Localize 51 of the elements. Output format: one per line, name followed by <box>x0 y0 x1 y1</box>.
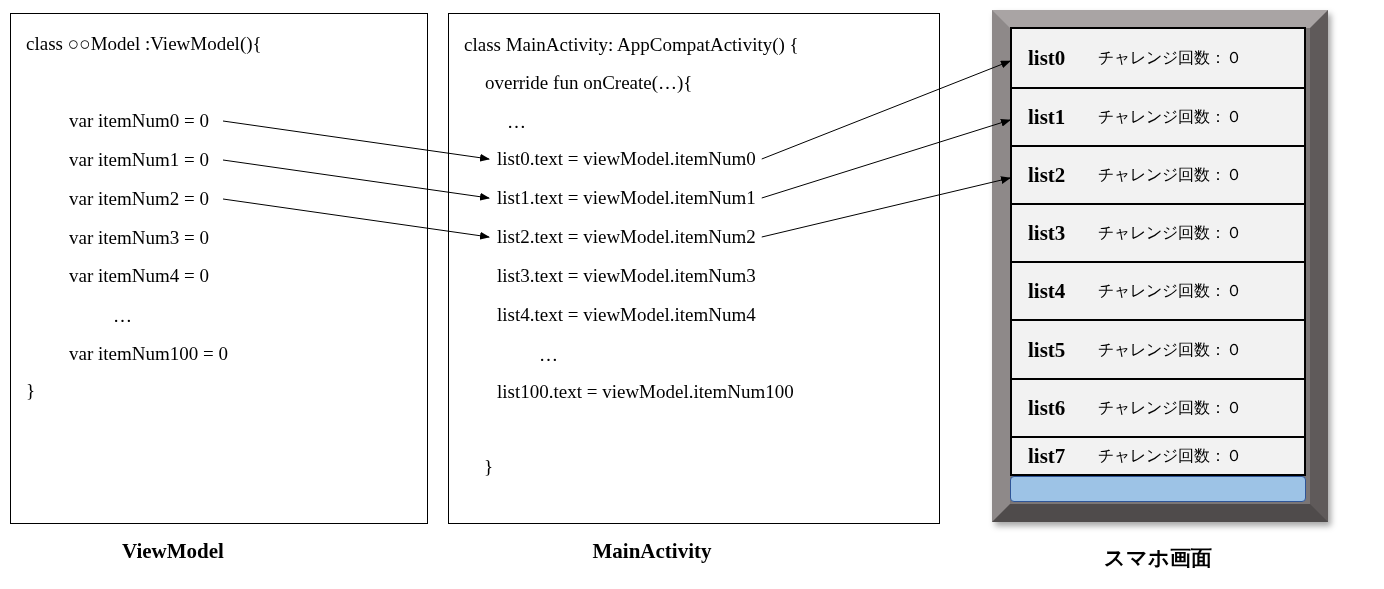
list-label: list7 <box>1028 444 1066 468</box>
arrow <box>222 120 490 162</box>
list-label: list0 <box>1028 46 1066 70</box>
highlight-bar <box>1010 476 1306 502</box>
code-line: list1.text = viewModel.itemNum1 <box>497 187 756 209</box>
list-label: list3 <box>1028 221 1066 245</box>
list-label: list2 <box>1028 163 1066 187</box>
code-line: class ○○Model :ViewModel(){ <box>26 33 262 55</box>
code-line: list0.text = viewModel.itemNum0 <box>497 148 756 170</box>
panel-title: スマホ画面 <box>1104 545 1212 571</box>
code-line: var itemNum1 = 0 <box>69 149 209 171</box>
row-text: チャレンジ回数：０ <box>1098 340 1242 360</box>
code-line: list100.text = viewModel.itemNum100 <box>497 381 794 403</box>
list-label: list4 <box>1028 279 1066 303</box>
code-line: class MainActivity: AppCompatActivity() { <box>464 34 799 56</box>
code-line: … <box>507 111 526 133</box>
list-row <box>1010 378 1306 438</box>
code-line: list3.text = viewModel.itemNum3 <box>497 265 756 287</box>
list-row <box>1010 27 1306 89</box>
code-line: … <box>113 305 132 327</box>
code-line: var itemNum100 = 0 <box>69 343 228 365</box>
code-line: … <box>539 344 558 366</box>
panel-title: MainActivity <box>592 538 712 564</box>
code-line: override fun onCreate(…){ <box>485 72 693 94</box>
row-text: チャレンジ回数：０ <box>1098 48 1242 68</box>
list-row <box>1010 261 1306 321</box>
list-row <box>1010 145 1306 205</box>
arrow <box>222 198 490 240</box>
row-text: チャレンジ回数：０ <box>1098 398 1242 418</box>
row-text: チャレンジ回数：０ <box>1098 446 1242 466</box>
list-row <box>1010 203 1306 263</box>
code-line: var itemNum4 = 0 <box>69 265 209 287</box>
list-row <box>1010 436 1306 476</box>
list-label: list1 <box>1028 105 1066 129</box>
list-label: list6 <box>1028 396 1066 420</box>
code-line: var itemNum0 = 0 <box>69 110 209 132</box>
code-line: list2.text = viewModel.itemNum2 <box>497 226 756 248</box>
code-line: var itemNum3 = 0 <box>69 227 209 249</box>
list-row <box>1010 319 1306 380</box>
list-row <box>1010 87 1306 147</box>
code-line: var itemNum2 = 0 <box>69 188 209 210</box>
row-text: チャレンジ回数：０ <box>1098 281 1242 301</box>
row-text: チャレンジ回数：０ <box>1098 107 1242 127</box>
row-text: チャレンジ回数：０ <box>1098 165 1242 185</box>
code-line: } <box>26 380 36 402</box>
arrow <box>222 159 490 201</box>
row-text: チャレンジ回数：０ <box>1098 223 1242 243</box>
code-line: } <box>484 456 494 478</box>
list-label: list5 <box>1028 338 1066 362</box>
code-line: list4.text = viewModel.itemNum4 <box>497 304 756 326</box>
panel-title: ViewModel <box>122 538 224 564</box>
